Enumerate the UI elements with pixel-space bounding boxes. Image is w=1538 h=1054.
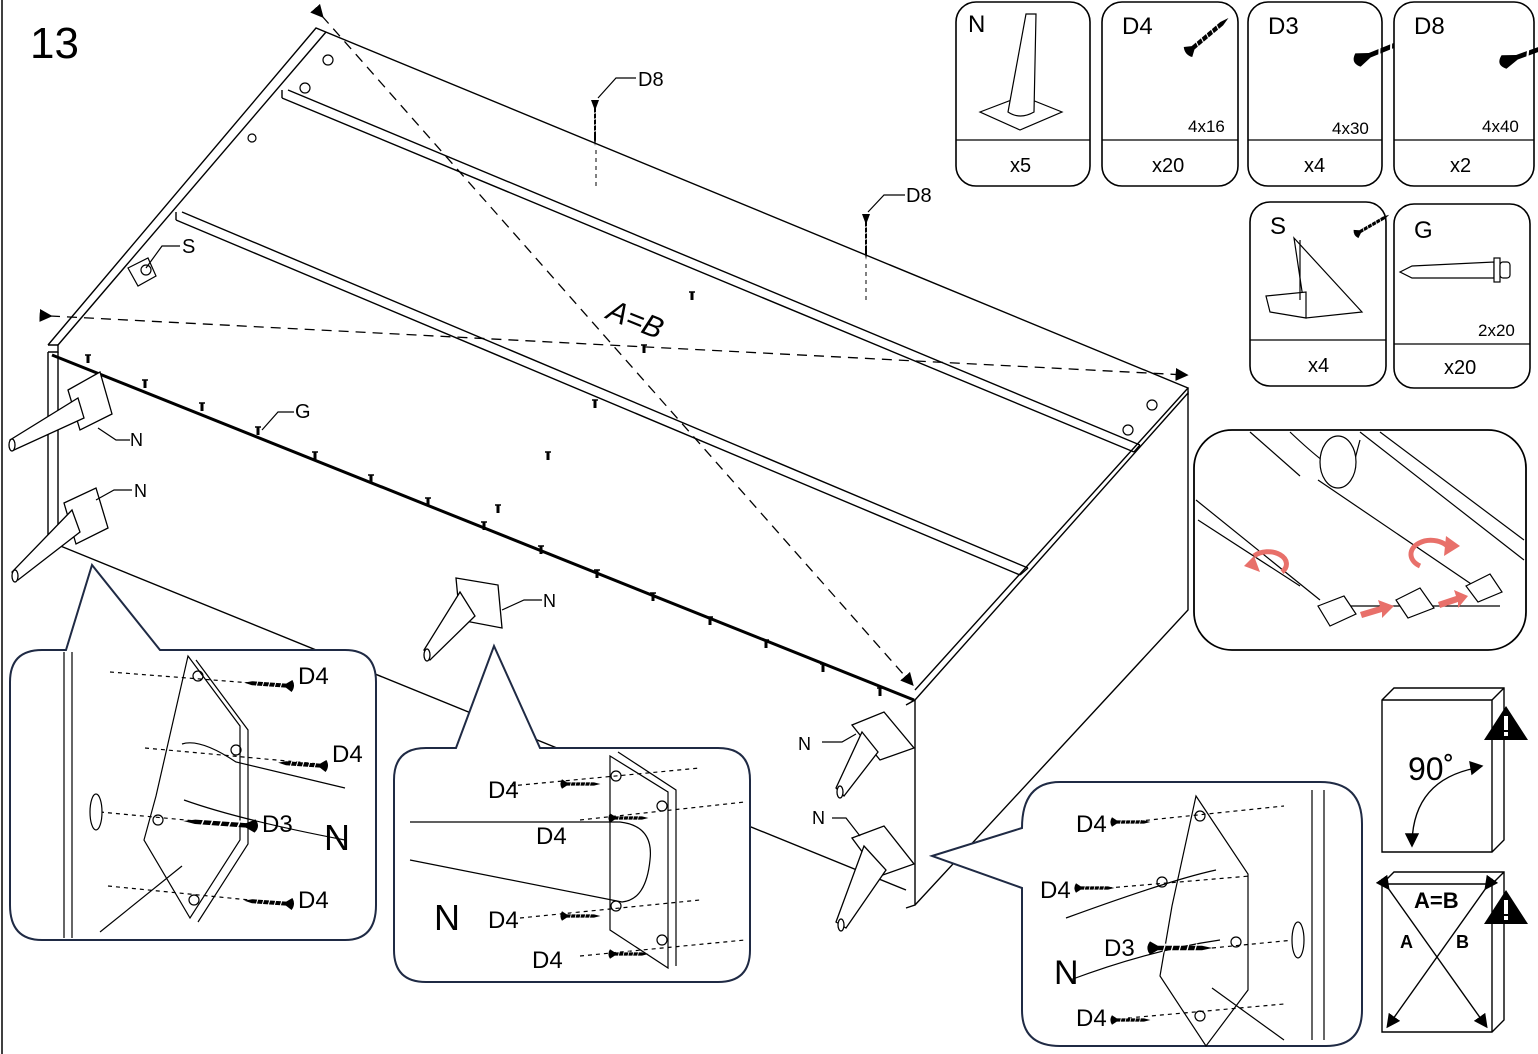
part-size-d4: 4x16: [1188, 117, 1225, 136]
s-bracket: [127, 257, 157, 287]
detail-middle-d4-1: D4: [488, 777, 519, 804]
part-qty-d3: x4: [1304, 155, 1325, 177]
rotate-arrow-icon-1: [1244, 549, 1289, 574]
part-size-g: 2x20: [1478, 321, 1515, 340]
part-code-n: N: [968, 11, 985, 38]
diag-rule-label: A=B: [1414, 888, 1459, 913]
detail-right-n: N: [1054, 954, 1079, 992]
bracket-install-detail: [1193, 429, 1527, 651]
warning-90-degree: [1381, 687, 1505, 853]
part-qty-d4: x20: [1152, 155, 1184, 177]
part-box-g: G 2x20 x20: [1393, 203, 1531, 389]
leg-label-4: N: [798, 734, 811, 754]
warning-icon-2: [1484, 890, 1528, 924]
s-label: S: [182, 236, 195, 258]
detail-left-d4-1: D4: [298, 663, 329, 690]
part-code-s: S: [1270, 213, 1286, 240]
part-box-n: N x5: [955, 1, 1091, 187]
d8-screw-1: [590, 99, 600, 190]
detail-left-d4-2: D4: [332, 741, 363, 768]
part-qty-d8: x2: [1450, 155, 1471, 177]
leg-label-1: N: [130, 430, 143, 450]
leg-3: [423, 577, 503, 662]
g-label: G: [295, 401, 311, 423]
angle-label: 90˚: [1408, 751, 1454, 787]
warning-icon-1: [1484, 706, 1528, 740]
detail-right: [928, 781, 1363, 1047]
step-number: 13: [30, 19, 79, 68]
d8-screw-2: [861, 213, 871, 302]
detail-middle-d4-3: D4: [488, 907, 519, 934]
detail-middle-d4-2: D4: [536, 823, 567, 850]
part-size-d8: 4x40: [1482, 117, 1519, 136]
detail-middle-d4-4: D4: [532, 947, 563, 974]
leg-label-2: N: [134, 481, 147, 501]
leg-1: [8, 371, 113, 452]
detail-middle-content: [409, 751, 746, 970]
part-qty-n: x5: [1010, 155, 1031, 177]
part-box-d4: D4 4x16 x20: [1101, 1, 1239, 187]
part-code-g: G: [1414, 217, 1433, 244]
part-code-d4: D4: [1122, 13, 1153, 40]
leg-4: [835, 711, 916, 799]
push-arrow-icon-1: [1360, 600, 1394, 618]
detail-middle-n: N: [434, 897, 460, 938]
leg-2: [11, 487, 109, 583]
leg-5: [835, 825, 916, 932]
part-box-d8: D8 4x40 x2: [1393, 1, 1538, 187]
d8-label-2: D8: [906, 185, 932, 207]
part-box-s: S x4: [1249, 201, 1393, 387]
diag-a-label: A: [1400, 932, 1413, 952]
detail-left-d3: D3: [262, 811, 293, 838]
cam-holes: [247, 54, 1158, 436]
part-size-d3: 4x30: [1332, 119, 1369, 138]
part-qty-g: x20: [1444, 357, 1476, 379]
detail-right-d3: D3: [1104, 935, 1135, 962]
detail-right-d4-3: D4: [1076, 1005, 1107, 1032]
part-box-d3: D3 4x30 x4: [1247, 1, 1456, 187]
s-bracket-icon: [1265, 236, 1364, 319]
detail-right-d4-2: D4: [1040, 877, 1071, 904]
diag-b-label: B: [1456, 932, 1469, 952]
part-code-d3: D3: [1268, 13, 1299, 40]
push-arrow-icon-2: [1438, 590, 1468, 608]
detail-right-d4-1: D4: [1076, 811, 1107, 838]
dowel-pin-icon: [1398, 257, 1511, 283]
diagonal-lines: [39, 3, 1189, 686]
leg-label-3: N: [543, 591, 556, 611]
detail-left-content: [63, 652, 346, 938]
warning-diagonal: [1375, 871, 1505, 1033]
part-code-d8: D8: [1414, 13, 1445, 40]
leg-part-icon: [978, 13, 1064, 131]
detail-left-d4-3: D4: [298, 887, 329, 914]
leg-label-5: N: [812, 808, 825, 828]
part-qty-s: x4: [1308, 355, 1329, 377]
diagonal-rule-label: A=B: [601, 293, 669, 346]
rotate-arrow-icon-2: [1408, 536, 1460, 569]
detail-left-n: N: [324, 817, 350, 858]
d8-label-1: D8: [638, 69, 664, 91]
detail-right-content: [1065, 790, 1325, 1048]
